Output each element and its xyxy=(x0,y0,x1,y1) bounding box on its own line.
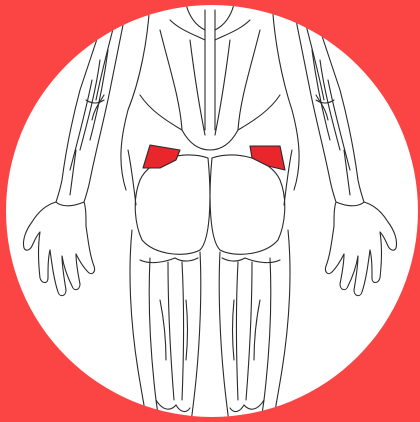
white-circle xyxy=(6,5,418,417)
